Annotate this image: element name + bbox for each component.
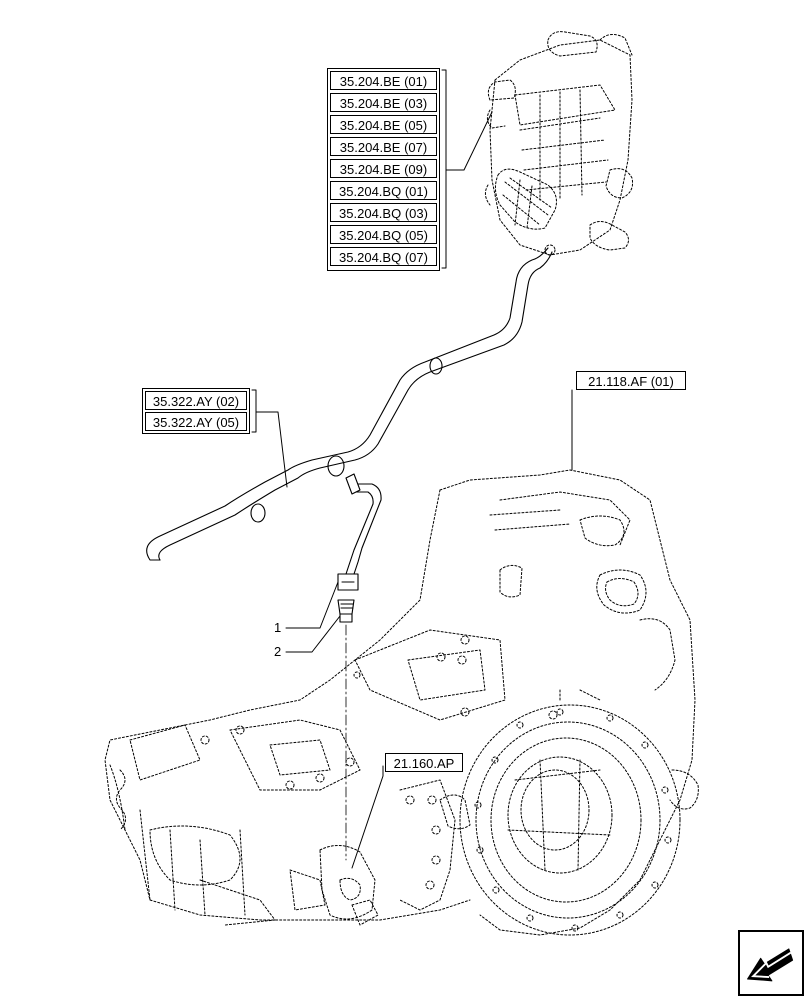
leader-lines [251,69,573,869]
hydraulic-pipe [146,247,553,561]
ref-35-204-be-01[interactable]: 35.204.BE (01) [330,71,437,90]
ref-21-160-ap[interactable]: 21.160.AP [385,753,463,772]
transmission-housing [104,469,699,936]
ref-35-204-bq-07[interactable]: 35.204.BQ (07) [330,247,437,266]
control-valve-assembly [484,31,633,256]
reference-group-b [142,388,250,434]
ref-35-204-be-03[interactable]: 35.204.BE (03) [330,93,437,112]
ref-35-204-bq-05[interactable]: 35.204.BQ (05) [330,225,437,244]
pipe-item-1 [337,473,382,591]
arrow-back-icon [747,948,794,982]
ref-35-322-ay-02[interactable]: 35.322.AY (02) [145,391,247,410]
callout-item-2: 2 [274,644,282,659]
ref-21-118-af-01[interactable]: 21.118.AF (01) [576,371,686,390]
ref-35-204-bq-01[interactable]: 35.204.BQ (01) [330,181,437,200]
callout-item-1: 1 [274,620,282,635]
ref-35-204-bq-03[interactable]: 35.204.BQ (03) [330,203,437,222]
reference-group-a [327,68,440,271]
ref-35-204-be-09[interactable]: 35.204.BE (09) [330,159,437,178]
ref-35-204-be-07[interactable]: 35.204.BE (07) [330,137,437,156]
ref-35-322-ay-05[interactable]: 35.322.AY (05) [145,412,247,431]
ref-35-204-be-05[interactable]: 35.204.BE (05) [330,115,437,134]
navigation-button[interactable] [738,930,804,996]
fitting-item-2 [337,599,355,623]
